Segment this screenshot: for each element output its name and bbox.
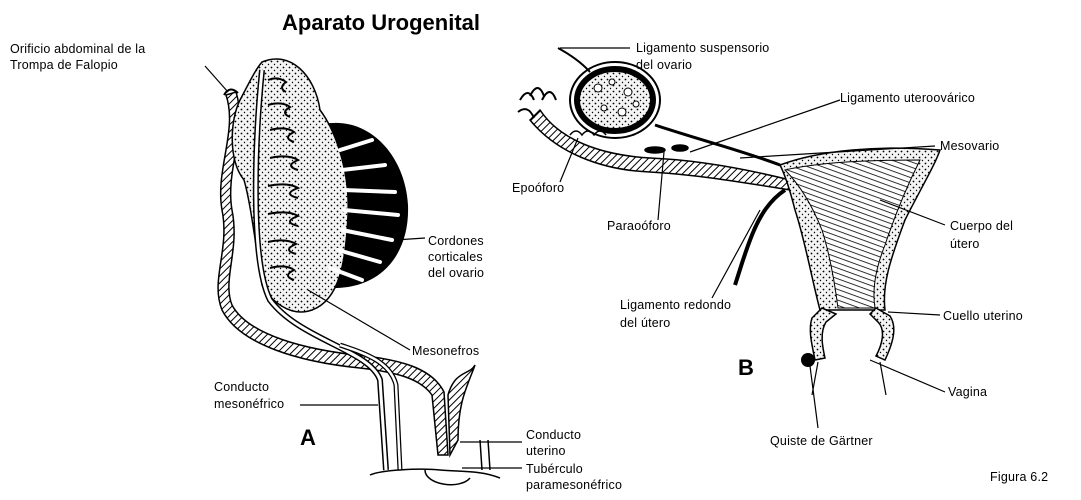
label-cordones-line2: corticales [428, 250, 483, 264]
label-orificio-line2: Trompa de Falopio [10, 58, 118, 72]
suspensory-ligament [558, 48, 590, 72]
label-epooforo: Epoóforo [512, 181, 564, 195]
label-mesovario: Mesovario [940, 139, 999, 153]
label-conducto-mesonefrico-line2: mesonéfrico [214, 397, 284, 411]
label-tuberculo-line2: paramesonéfrico [526, 478, 622, 492]
label-ligamento-uteroovarico: Ligamento uteroovárico [840, 91, 975, 105]
panel-a-letter: A [300, 425, 316, 451]
label-cuerpo-utero-line1: Cuerpo del [950, 219, 1013, 233]
label-paraooforo: Paraoóforo [607, 219, 671, 233]
round-ligament [735, 190, 785, 285]
gartner-cyst [801, 353, 815, 367]
label-cuello-uterino: Cuello uterino [943, 309, 1023, 323]
cervix-vagina [810, 308, 836, 360]
label-cuerpo-utero-line2: útero [950, 237, 980, 251]
label-conducto-uterino-line2: uterino [526, 444, 566, 458]
label-ligamento-redondo-line2: del útero [620, 316, 670, 330]
label-mesonefros: Mesonefros [412, 344, 479, 358]
label-conducto-mesonefrico-line1: Conducto [214, 380, 269, 394]
label-orificio-line1: Orificio abdominal de la [10, 42, 145, 56]
label-ligamento-redondo-line1: Ligamento redondo [620, 298, 731, 312]
urogenital-sinus [370, 469, 500, 484]
label-vagina: Vagina [948, 385, 987, 399]
panel-b-drawing [518, 48, 945, 428]
label-cordones-line3: del ovario [428, 266, 484, 280]
figure-title: Aparato Urogenital [282, 10, 480, 36]
label-conducto-uterino-line1: Conducto [526, 428, 581, 442]
label-ligamento-suspensorio-line2: del ovario [636, 58, 692, 72]
label-cordones-line1: Cordones [428, 234, 484, 248]
figure-number: Figura 6.2 [990, 470, 1048, 484]
label-tuberculo-line1: Tubérculo [526, 462, 583, 476]
label-quiste-gartner: Quiste de Gärtner [770, 434, 873, 448]
label-ligamento-suspensorio-line1: Ligamento suspensorio [636, 41, 769, 55]
panel-b-letter: B [738, 355, 754, 381]
